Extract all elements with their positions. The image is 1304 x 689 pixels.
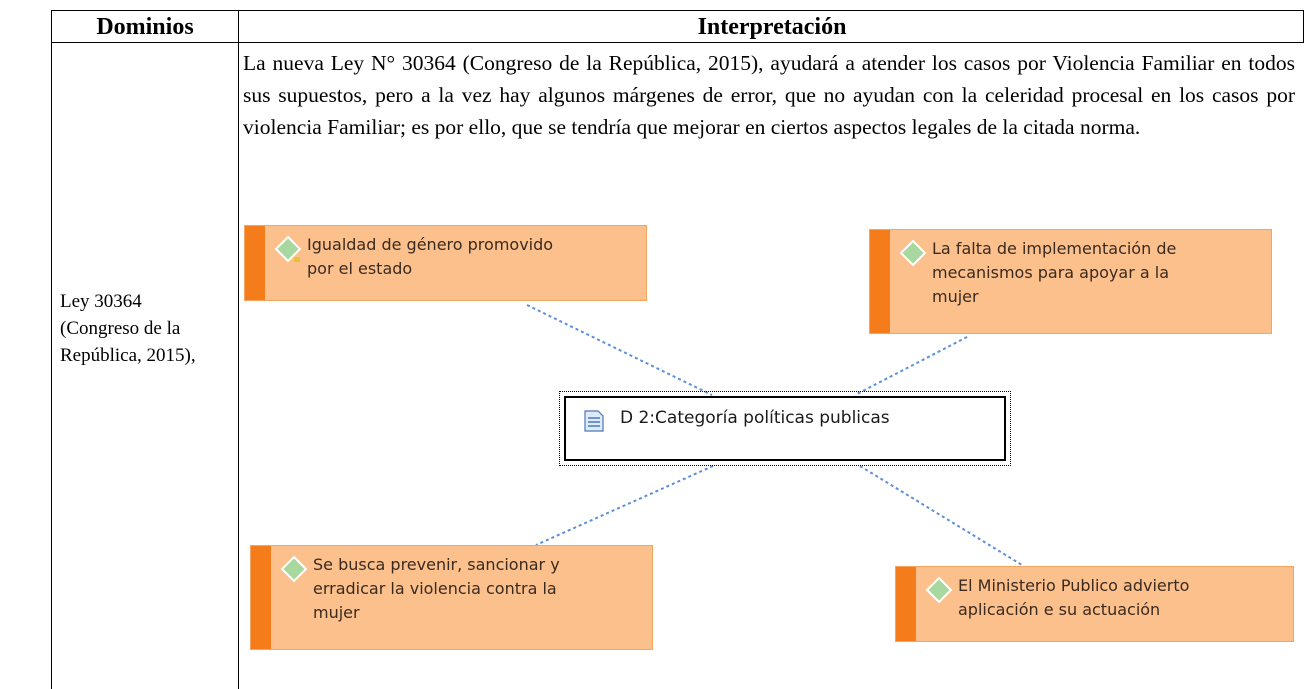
document-icon	[584, 410, 604, 432]
code-line: Se busca prevenir, sancionar y	[313, 555, 560, 574]
code-line: mujer	[932, 287, 979, 306]
domain-line: Ley 30364	[60, 291, 142, 312]
center-document-node[interactable]: D 2:Categoría políticas publicas	[559, 391, 1011, 466]
link-bottom-right	[859, 465, 1023, 566]
table-header-divider	[51, 42, 1304, 43]
code-node-top-right[interactable]: La falta de implementación de mecanismos…	[869, 229, 1272, 334]
interpretation-paragraph: La nueva Ley N° 30364 (Congreso de la Re…	[243, 51, 1295, 139]
code-color-bar	[251, 546, 271, 649]
code-line: El Ministerio Publico advierto	[958, 576, 1190, 595]
code-node-top-left[interactable]: Igualdad de género promovido por el esta…	[244, 225, 647, 301]
header-interpretacion: Interpretación	[697, 14, 847, 40]
code-node-bottom-right[interactable]: El Ministerio Publico advierto aplicació…	[895, 566, 1294, 642]
header-dominios: Dominios	[96, 14, 194, 40]
table-border-top	[51, 10, 1304, 11]
link-top-left	[526, 304, 713, 396]
table-border-left	[51, 10, 52, 689]
code-line: erradicar la violencia contra la	[313, 579, 557, 598]
domain-line: República, 2015),	[60, 345, 196, 366]
code-line: Igualdad de género promovido	[307, 235, 554, 254]
code-line: por el estado	[307, 259, 413, 278]
code-line: mecanismos para apoyar a la	[932, 263, 1170, 282]
code-line: aplicación e su actuación	[958, 600, 1161, 619]
domain-cell: Ley 30364 (Congreso de la República, 201…	[60, 288, 236, 369]
code-color-bar	[245, 226, 265, 300]
domain-line: (Congreso de la	[60, 318, 181, 339]
code-line: mujer	[313, 603, 360, 622]
diamond-icon	[274, 235, 302, 263]
code-node-bottom-left[interactable]: Se busca prevenir, sancionar y erradicar…	[250, 545, 653, 650]
diamond-icon	[280, 555, 308, 583]
network-diagram: D 2:Categoría políticas publicas Igualda…	[240, 215, 1304, 689]
code-color-bar	[896, 567, 916, 641]
table-column-divider	[238, 10, 239, 689]
center-node-label: D 2:Categoría políticas publicas	[620, 408, 890, 428]
link-top-right	[854, 336, 968, 396]
link-bottom-left	[535, 465, 714, 546]
code-line: La falta de implementación de	[932, 239, 1177, 258]
diamond-icon	[925, 576, 953, 604]
diamond-icon	[899, 239, 927, 267]
diagram-links	[526, 304, 1023, 566]
code-color-bar	[870, 230, 890, 333]
